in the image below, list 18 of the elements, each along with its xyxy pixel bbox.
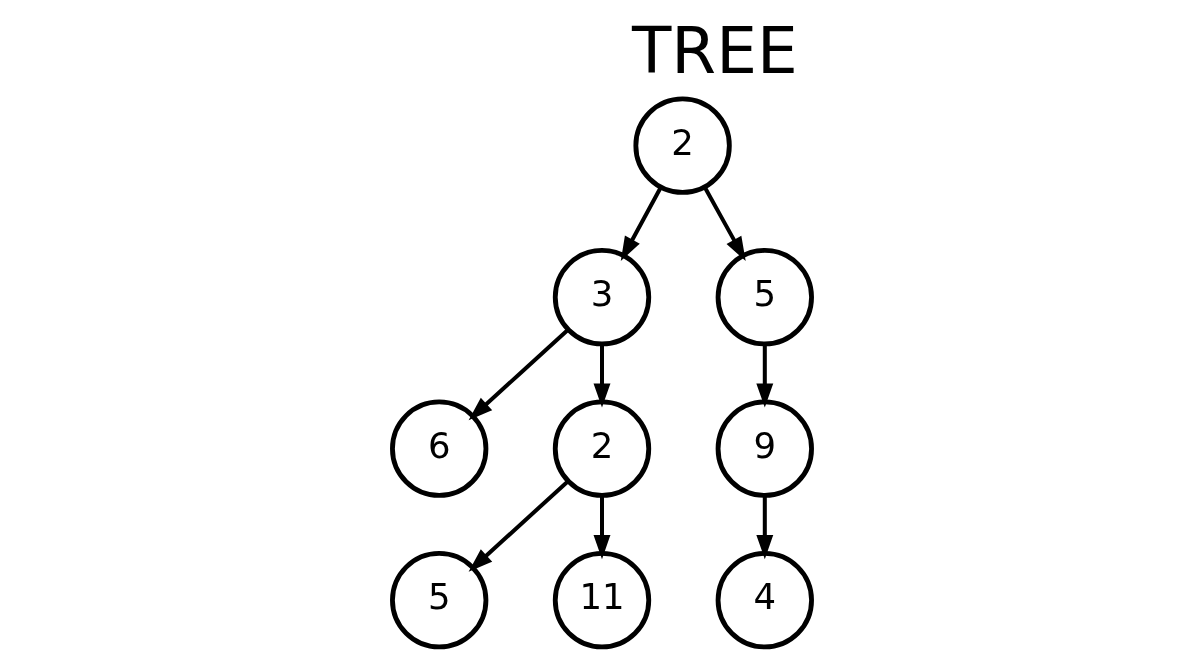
node-circle: 2 [552,399,652,498]
arrow [620,186,663,261]
node-circle: 6 [390,399,489,498]
node-circle: 4 [715,551,814,650]
arrow [702,186,746,262]
diagram-title: TREE [632,13,798,89]
arrow [468,328,569,421]
arrow [593,344,611,408]
node-circle: 11 [552,551,652,650]
node-circle: 5 [390,551,489,650]
node-circle: 2 [633,96,732,195]
node-circle: 3 [552,248,652,347]
arrow [756,344,774,408]
arrow [593,495,611,560]
arrow [756,495,774,560]
node-circle: 5 [715,248,814,347]
node-circle: 9 [715,399,814,498]
arrow [468,480,569,572]
